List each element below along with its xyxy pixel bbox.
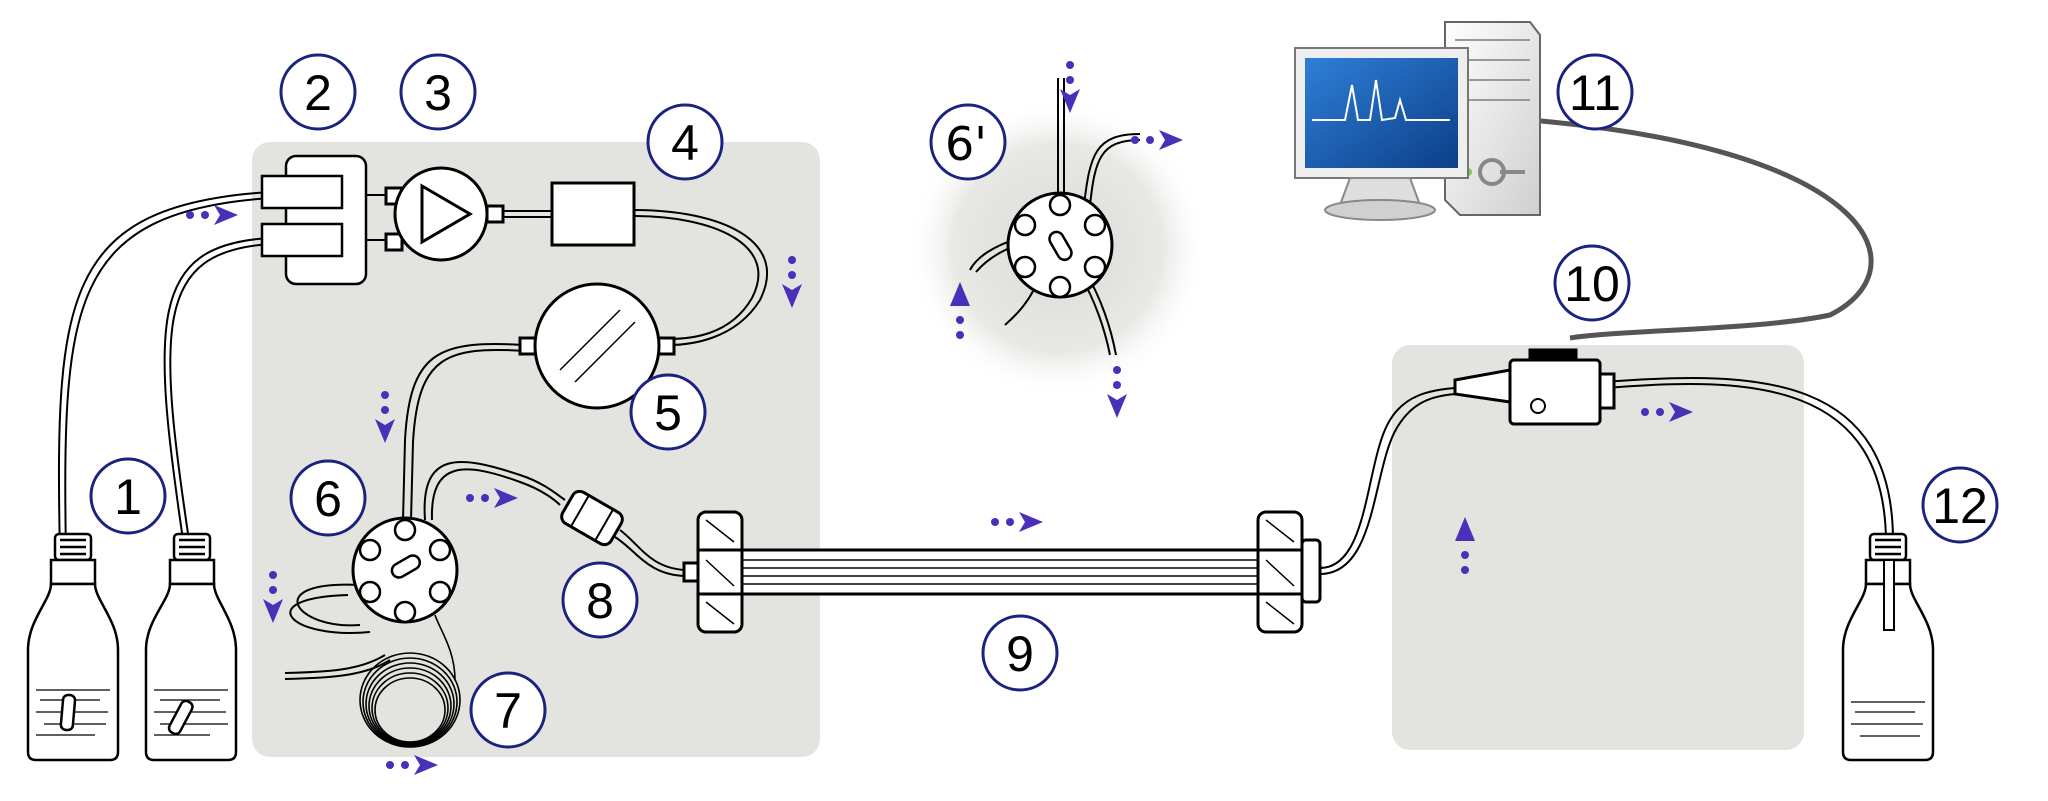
callout-2: 2 bbox=[279, 53, 357, 131]
callout-labels: 1 2 3 4 5 6 6' 7 8 9 10 11 12 bbox=[89, 53, 1999, 749]
valve-detail-icon bbox=[969, 78, 1141, 356]
callout-5: 5 bbox=[629, 373, 707, 451]
solvent-bottle-icon bbox=[144, 532, 238, 762]
flow-arrows bbox=[186, 61, 1693, 775]
column-icon bbox=[682, 510, 1322, 634]
callout-6-prime: 6' bbox=[929, 103, 1007, 181]
flow-arrow-icon bbox=[386, 755, 438, 775]
computer-icon bbox=[1294, 21, 1541, 221]
callout-3: 3 bbox=[399, 53, 477, 131]
flow-arrow-icon bbox=[782, 256, 802, 308]
callout-11: 11 bbox=[1556, 53, 1634, 131]
label-9: 9 bbox=[1006, 626, 1034, 682]
callout-6: 6 bbox=[289, 459, 367, 537]
injection-valve-icon bbox=[351, 516, 459, 624]
callout-7: 7 bbox=[469, 671, 547, 749]
callout-12: 12 bbox=[1921, 466, 1999, 544]
detector-panel bbox=[1392, 345, 1804, 750]
flow-arrow-icon bbox=[1107, 366, 1127, 418]
flow-arrow-icon bbox=[991, 512, 1043, 532]
label-6-prime: 6' bbox=[945, 117, 987, 171]
flow-arrow-icon bbox=[466, 488, 518, 508]
waste-bottle-icon bbox=[1841, 532, 1935, 762]
label-3: 3 bbox=[424, 65, 452, 121]
callout-4: 4 bbox=[646, 103, 724, 181]
flow-arrow-icon bbox=[1641, 402, 1693, 422]
mixer-icon bbox=[550, 181, 636, 247]
filter-icon bbox=[518, 282, 676, 410]
pump-icon bbox=[384, 166, 552, 262]
flow-arrow-icon bbox=[375, 391, 395, 443]
label-4: 4 bbox=[671, 115, 699, 171]
label-7: 7 bbox=[494, 683, 522, 739]
degasser-icon bbox=[260, 154, 368, 286]
label-1: 1 bbox=[114, 469, 142, 525]
label-6: 6 bbox=[314, 471, 342, 527]
data-cable bbox=[1529, 117, 1874, 341]
detector-icon bbox=[1453, 348, 1616, 426]
label-12: 12 bbox=[1932, 478, 1988, 534]
flow-arrow-icon bbox=[1060, 61, 1080, 113]
tubing bbox=[57, 191, 1895, 680]
label-11: 11 bbox=[1569, 65, 1621, 121]
callout-8: 8 bbox=[561, 561, 639, 639]
label-8: 8 bbox=[586, 573, 614, 629]
callout-9: 9 bbox=[981, 614, 1059, 692]
label-5: 5 bbox=[654, 385, 682, 441]
flow-arrow-icon bbox=[950, 282, 970, 339]
flow-arrow-icon bbox=[263, 571, 283, 623]
sample-loop-icon bbox=[359, 614, 461, 748]
label-10: 10 bbox=[1564, 256, 1620, 312]
flow-arrow-icon bbox=[186, 205, 238, 225]
solvent-bottle-icon bbox=[26, 532, 120, 762]
guard-column-icon bbox=[560, 489, 624, 547]
callout-1: 1 bbox=[89, 457, 167, 535]
flow-arrow-icon bbox=[1131, 130, 1183, 150]
flow-arrow-icon bbox=[1455, 517, 1475, 574]
label-2: 2 bbox=[304, 65, 332, 121]
callout-10: 10 bbox=[1553, 244, 1631, 322]
